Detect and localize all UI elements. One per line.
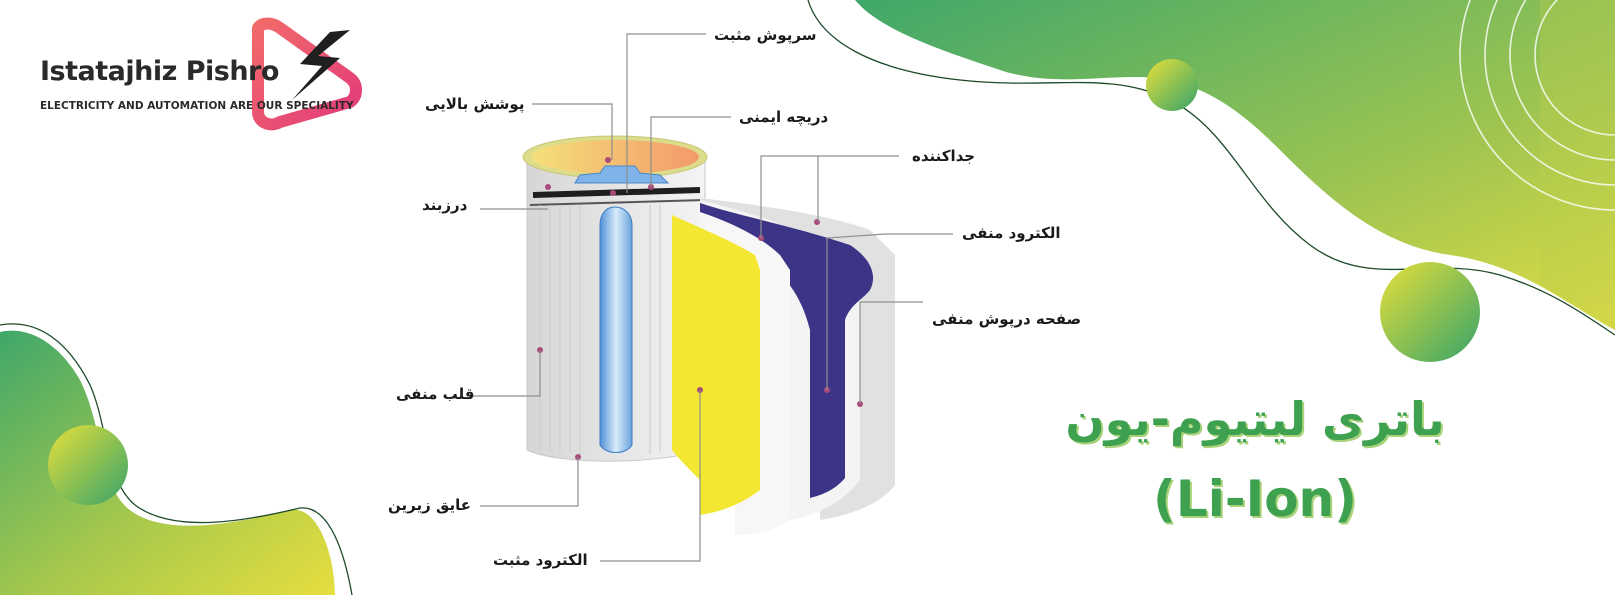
label-positive-electrode: الکترود مثبت [493, 551, 588, 569]
label-positive-cap: سرپوش مثبت [714, 26, 817, 44]
label-top-cover: پوشش بالایی [425, 95, 525, 113]
positive-electrode-sheet [672, 215, 760, 515]
title-persian: باتری لیتیوم-یون [1065, 392, 1445, 446]
label-negative-cap-plate: صفحه درپوش منفی [932, 310, 1082, 328]
label-negative-core: قلب منفی [396, 385, 475, 403]
top-ball [1146, 59, 1198, 111]
logo-tagline: ELECTRICITY AND AUTOMATION ARE OUR SPECI… [40, 100, 354, 112]
label-negative-electrode: الکترود منفی [962, 224, 1061, 242]
left-ball [48, 425, 128, 505]
label-separator: جداکننده [912, 147, 976, 165]
logo-mark [252, 17, 362, 131]
title-english: (Li-Ion) [1152, 470, 1357, 528]
label-bottom-insulator: عایق زیرین [388, 496, 471, 514]
negative-electrode-sheet [700, 203, 874, 498]
right-ball [1380, 262, 1480, 362]
label-safety-vent: دریچه ایمنی [739, 108, 829, 126]
logo-name[interactable]: Istatajhiz Pishro [40, 56, 279, 87]
bottom-left-blob [0, 323, 353, 595]
battery-diagram [470, 33, 953, 562]
top-right-blob [807, 0, 1615, 362]
label-gasket: درزبند [422, 196, 468, 214]
negative-core [599, 206, 633, 453]
